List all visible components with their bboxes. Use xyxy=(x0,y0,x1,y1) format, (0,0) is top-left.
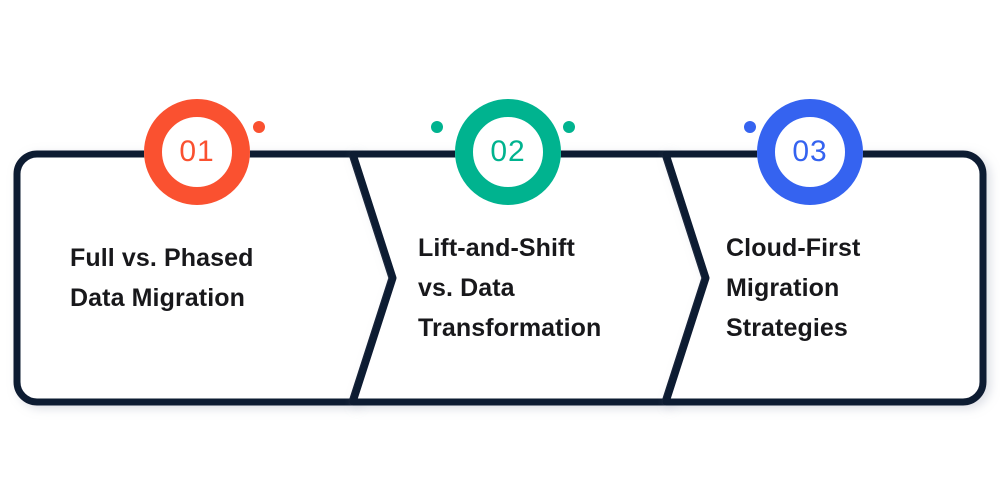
step-badge-3[interactable] xyxy=(757,99,863,205)
connector-2 xyxy=(563,121,756,133)
step-number-3: 03 xyxy=(792,135,828,168)
step-number-1: 01 xyxy=(179,135,215,168)
step-box-1[interactable] xyxy=(13,150,396,406)
step-number-2: 02 xyxy=(490,135,526,168)
step-badge-2[interactable] xyxy=(455,99,561,205)
step-title-3: Cloud-First Migration Strategies xyxy=(726,234,861,342)
step-badge-1[interactable] xyxy=(144,99,250,205)
step-title-2: Lift-and-Shift vs. Data Transformation xyxy=(418,234,602,342)
connector-1 xyxy=(253,121,443,133)
step-box-3[interactable] xyxy=(662,150,987,406)
step-title-1: Full vs. Phased Data Migration xyxy=(70,244,254,312)
